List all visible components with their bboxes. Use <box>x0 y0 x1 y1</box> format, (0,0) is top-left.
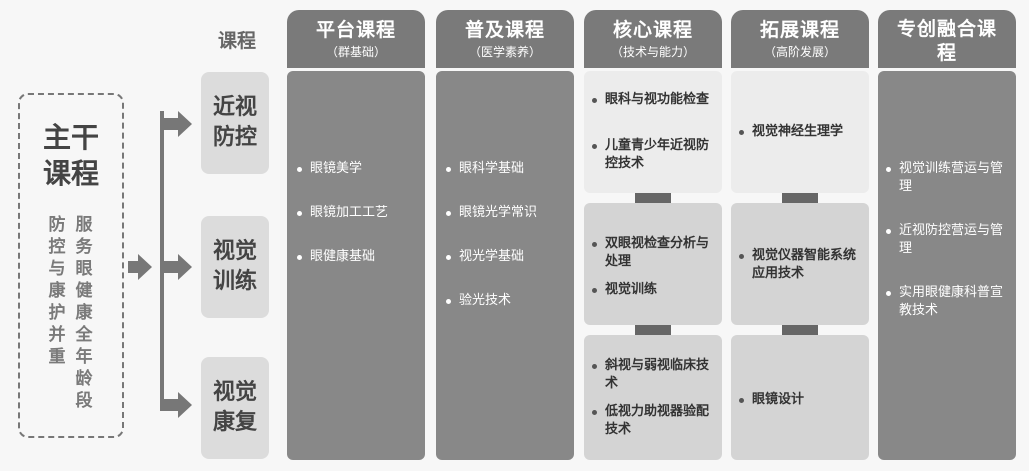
core-connector <box>635 193 671 203</box>
course-item: 儿童青少年近视防控技术 <box>592 137 716 173</box>
course-item: 视觉神经生理学 <box>739 123 863 141</box>
course-item: 近视防控营运与管理 <box>886 222 1010 258</box>
course-item: 眼健康基础 <box>297 248 375 266</box>
column-body-general: 眼科学基础 眼镜光学常识 视光学基础 验光技术 <box>436 71 574 460</box>
core-connector <box>635 325 671 335</box>
track-rehab: 视觉康复 <box>201 357 269 459</box>
course-item: 视觉训练营运与管理 <box>886 160 1010 196</box>
bracket-line <box>160 111 164 411</box>
main-arrow-icon <box>138 254 152 280</box>
main-course-box <box>18 93 124 438</box>
track-myopia: 近视防控 <box>201 72 269 174</box>
course-item: 眼镜设计 <box>739 391 863 409</box>
track-arrow-icon-1 <box>178 111 192 137</box>
column-title: 平台课程 <box>315 19 396 41</box>
column-body-platform: 眼镜美学 眼镜加工工艺 眼健康基础 <box>287 71 425 460</box>
course-item: 眼科与视功能检查 <box>592 91 716 109</box>
course-item: 视光学基础 <box>446 248 524 266</box>
main-col-service: 服务眼健康全年龄段 <box>75 215 93 411</box>
extended-connector <box>782 193 818 203</box>
course-item: 眼镜加工工艺 <box>297 204 388 222</box>
column-header-core: 核心课程 （技术与能力） <box>584 10 722 68</box>
track-label: 视觉训练 <box>212 239 257 294</box>
core-cell-myopia: 眼科与视功能检查 儿童青少年近视防控技术 <box>584 71 722 193</box>
column-header-extended: 拓展课程 （高阶发展） <box>731 10 869 68</box>
main-title-line2: 课程 <box>42 157 99 190</box>
extended-cell-rehab: 眼镜设计 <box>731 335 869 460</box>
column-subtitle: （群基础） <box>325 45 386 59</box>
column-title: 专创融合课程 <box>896 18 997 64</box>
course-item: 视觉训练 <box>592 281 716 299</box>
column-subtitle: （医学素养） <box>468 45 541 59</box>
track-arrow-stem-3 <box>164 399 178 411</box>
track-label: 视觉康复 <box>212 380 257 435</box>
column-subtitle: （高阶发展） <box>763 45 836 59</box>
track-arrow-stem-1 <box>164 118 178 130</box>
course-item: 眼镜光学常识 <box>446 204 537 222</box>
track-arrow-icon-2 <box>178 254 192 280</box>
extended-cell-myopia: 视觉神经生理学 <box>731 71 869 193</box>
course-item: 双眼视检查分析与处理 <box>592 235 716 271</box>
course-item: 眼科学基础 <box>446 160 524 178</box>
main-arrow-stem <box>128 261 138 273</box>
column-subtitle: （技术与能力） <box>610 45 695 59</box>
extended-cell-training: 视觉仪器智能系统应用技术 <box>731 203 869 325</box>
main-col-prevention: 防控与康护并重 <box>48 215 66 367</box>
column-title: 普及课程 <box>464 19 545 41</box>
core-cell-training: 双眼视检查分析与处理 视觉训练 <box>584 203 722 325</box>
track-training: 视觉训练 <box>201 216 269 318</box>
course-item: 眼镜美学 <box>297 160 362 178</box>
course-header-label: 课程 <box>217 30 256 52</box>
main-title-line1: 主干 <box>42 121 99 154</box>
column-header-general: 普及课程 （医学素养） <box>436 10 574 68</box>
track-arrow-icon-3 <box>178 392 192 418</box>
core-cell-rehab: 斜视与弱视临床技术 低视力助视器验配技术 <box>584 335 722 460</box>
track-arrow-stem-2 <box>164 261 178 273</box>
track-label: 近视防控 <box>212 95 257 150</box>
course-item: 验光技术 <box>446 292 511 310</box>
course-item: 视觉仪器智能系统应用技术 <box>739 247 863 283</box>
column-header-platform: 平台课程 （群基础） <box>287 10 425 68</box>
column-body-innovation: 视觉训练营运与管理 近视防控营运与管理 实用眼健康科普宣教技术 <box>878 71 1016 460</box>
column-title: 核心课程 <box>612 19 693 41</box>
course-item: 斜视与弱视临床技术 <box>592 357 716 393</box>
course-item: 低视力助视器验配技术 <box>592 403 716 439</box>
extended-connector <box>782 325 818 335</box>
column-title: 拓展课程 <box>759 19 840 41</box>
course-item: 实用眼健康科普宣教技术 <box>886 284 1010 320</box>
main-course-title: 主干 课程 <box>18 120 124 192</box>
column-header-innovation: 专创融合课程 <box>878 10 1016 68</box>
